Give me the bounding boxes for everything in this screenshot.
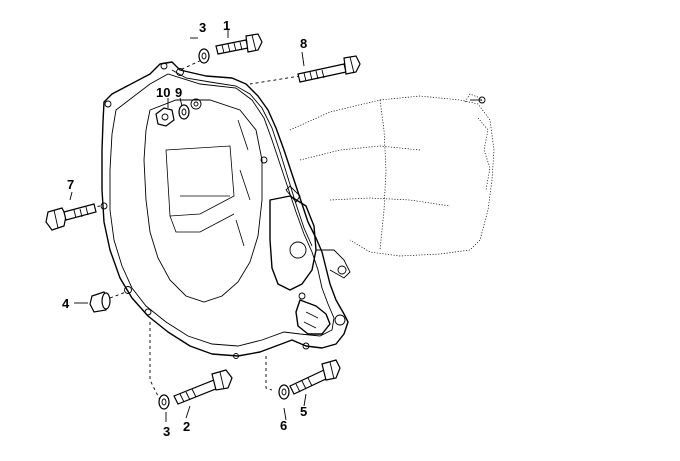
callout-8: 8: [300, 36, 307, 51]
transmission-body: [289, 93, 495, 257]
callout-7: 7: [67, 177, 74, 192]
bolt-part-1: [215, 33, 263, 55]
washer-part-6: [278, 384, 290, 400]
bolt-part-2: [173, 369, 233, 405]
washer-part-3-top: [198, 48, 210, 64]
washer-part-3-bottom: [158, 394, 170, 410]
callout-4: 4: [62, 296, 70, 311]
callout-3-top: 3: [199, 20, 206, 35]
callout-2: 2: [183, 419, 190, 434]
callout-9: 9: [175, 85, 182, 100]
bolt-part-8: [297, 55, 361, 83]
callout-10: 10: [156, 85, 170, 100]
washer-part-9: [178, 104, 190, 120]
bolt-part-7: [45, 203, 97, 231]
callout-labels: 1 2 3 3 4 5 6 7 8 9 10: [62, 18, 307, 439]
leader-lines: [67, 30, 307, 422]
callout-5: 5: [300, 404, 307, 419]
callout-1: 1: [223, 18, 230, 33]
callout-3-bottom: 3: [163, 424, 170, 439]
dowel-sleeve-part-4: [89, 291, 111, 313]
nut-part-10: [155, 107, 175, 127]
bell-housing: [100, 61, 351, 359]
callout-6: 6: [280, 418, 287, 433]
bolt-part-5: [289, 359, 341, 395]
